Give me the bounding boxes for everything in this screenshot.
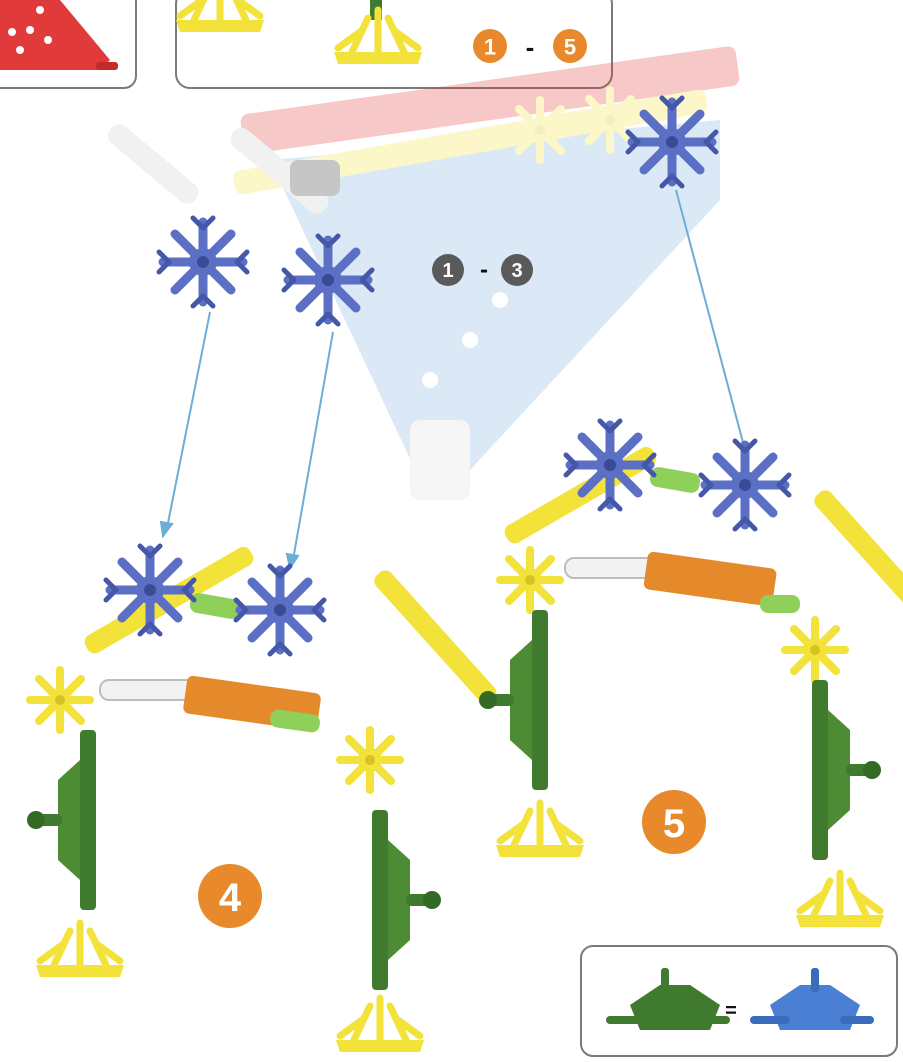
step-5-assembly xyxy=(479,421,903,927)
blue-connector-icon xyxy=(566,421,654,509)
step-range-badge-middle: 1 - 3 xyxy=(432,254,533,286)
step-range-middle-from: 1 xyxy=(442,260,453,282)
faded-model xyxy=(108,46,740,500)
green-t-connector-icon xyxy=(606,968,730,1030)
green-leg-icon xyxy=(479,610,548,790)
blue-connector-loose-2 xyxy=(284,236,372,324)
step-range-from-badge xyxy=(473,29,507,63)
yellow-connector-icon xyxy=(500,550,560,610)
step-range-from: 1 xyxy=(484,35,496,60)
step-5-badge: 5 xyxy=(642,790,706,854)
equivalence-panel: = xyxy=(580,945,898,1057)
parts-panel-top: 1 - 5 xyxy=(176,0,613,89)
arrow-head-icon xyxy=(159,520,174,539)
step-range-to: 5 xyxy=(564,35,576,60)
step-range-middle-from-badge xyxy=(432,254,464,286)
green-leg-icon xyxy=(812,680,881,860)
green-leg-icon xyxy=(372,810,441,990)
blue-t-connector-icon xyxy=(750,968,874,1030)
yellow-connector-icon xyxy=(785,620,845,680)
yellow-foot-icon xyxy=(496,803,584,857)
yellow-connector-icon xyxy=(30,670,90,730)
step-range-badge-top: 1 - 5 xyxy=(473,29,587,63)
step-range-middle-separator: - xyxy=(480,257,488,284)
yellow-foot-icon xyxy=(796,873,884,927)
blue-connector-icon xyxy=(236,566,324,654)
step-range-separator: - xyxy=(526,32,535,62)
step-range-middle-to-badge xyxy=(501,254,533,286)
red-plate-icon xyxy=(0,0,118,70)
green-leg-icon xyxy=(27,730,96,910)
green-rod-icon xyxy=(189,593,241,619)
equals-sign: = xyxy=(725,1000,737,1022)
arrow-icon xyxy=(675,189,746,451)
step-range-middle-to: 3 xyxy=(511,260,522,282)
blue-connector-icon xyxy=(701,441,789,529)
step-4-assembly xyxy=(27,544,497,1052)
blue-connector-icon xyxy=(106,546,194,634)
arrow-icon xyxy=(292,331,334,561)
step-4-number: 4 xyxy=(219,876,242,920)
yellow-connector-icon xyxy=(340,730,400,790)
step-4-badge: 4 xyxy=(198,864,262,928)
step-range-to-badge xyxy=(553,29,587,63)
blue-connector-loose-1 xyxy=(159,218,247,306)
arrow-icon xyxy=(166,311,211,529)
parts-panel-top-left xyxy=(0,0,137,89)
blue-connector-loose-3 xyxy=(628,98,716,186)
step-5-number: 5 xyxy=(663,802,685,846)
yellow-foot-icon xyxy=(36,923,124,977)
yellow-foot-icon xyxy=(336,998,424,1052)
